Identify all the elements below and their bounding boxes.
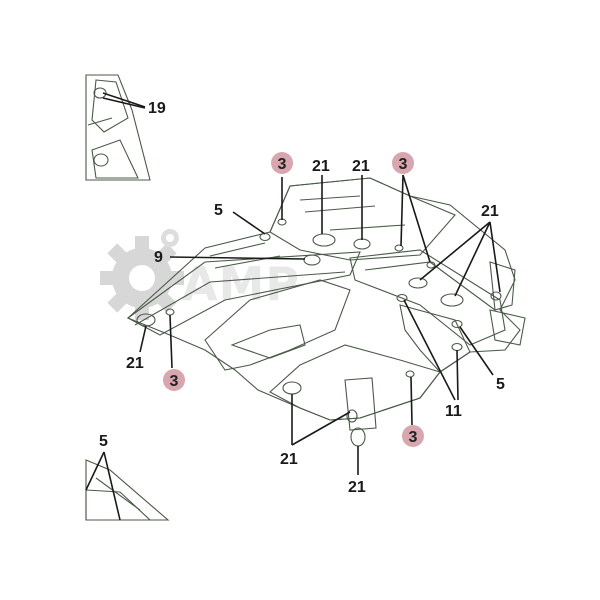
callout-labels: 19 5 9 21 21 21 21 21 21 5 11 5 (99, 100, 505, 496)
plug-21-bottom-b (346, 409, 358, 423)
plug-21-right-a (408, 277, 428, 289)
callout-21-right: 21 (481, 203, 499, 220)
callout-19: 19 (148, 100, 166, 117)
callout-11: 11 (445, 403, 462, 420)
callout-21-top-b: 21 (352, 158, 370, 175)
plug-5-left (259, 232, 271, 242)
badge-3-top-right: 3 (392, 152, 414, 174)
badge-3-left: 3 (163, 369, 185, 391)
callout-5-left: 5 (214, 202, 223, 219)
watermark: AMP (100, 229, 300, 320)
inset-top-left (85, 74, 151, 181)
plug-3-b (394, 244, 404, 252)
plug-9 (303, 254, 321, 266)
badge-3-top-right-label: 3 (399, 156, 408, 173)
plug-5-right (451, 319, 463, 329)
badge-3-top-left-label: 3 (278, 156, 287, 173)
callout-21-top-a: 21 (312, 158, 330, 175)
plug-3-c (426, 261, 436, 269)
plug-21-bottom-a (282, 381, 302, 395)
callout-9: 9 (154, 249, 163, 266)
plug-21-right-c (490, 291, 502, 301)
plug-21-bottom-c (350, 427, 366, 447)
callout-5-bottom-left: 5 (99, 433, 108, 450)
plug-21-top-a (312, 233, 336, 247)
callout-21-bottom-b: 21 (348, 479, 366, 496)
watermark-text: AMP (182, 257, 300, 311)
plug-3-e (405, 370, 415, 378)
inset-bottom-left (85, 459, 170, 521)
plug-21-top-b (353, 238, 371, 250)
badge-3-bottom: 3 (402, 425, 424, 447)
plug-11-a (396, 293, 408, 303)
badge-3-bottom-label: 3 (409, 429, 418, 446)
badge-3-top-left: 3 (271, 152, 293, 174)
callout-21-bottom-a: 21 (280, 451, 298, 468)
plug-21-right-b (440, 293, 464, 307)
badge-3-left-label: 3 (170, 373, 179, 390)
badge-callouts: 3 3 3 3 (163, 152, 424, 447)
small-gear-icon (161, 229, 179, 247)
callout-21-left: 21 (126, 355, 144, 372)
callout-5-right: 5 (496, 376, 505, 393)
leader-lines (85, 92, 501, 521)
plug-11-b (451, 342, 463, 352)
